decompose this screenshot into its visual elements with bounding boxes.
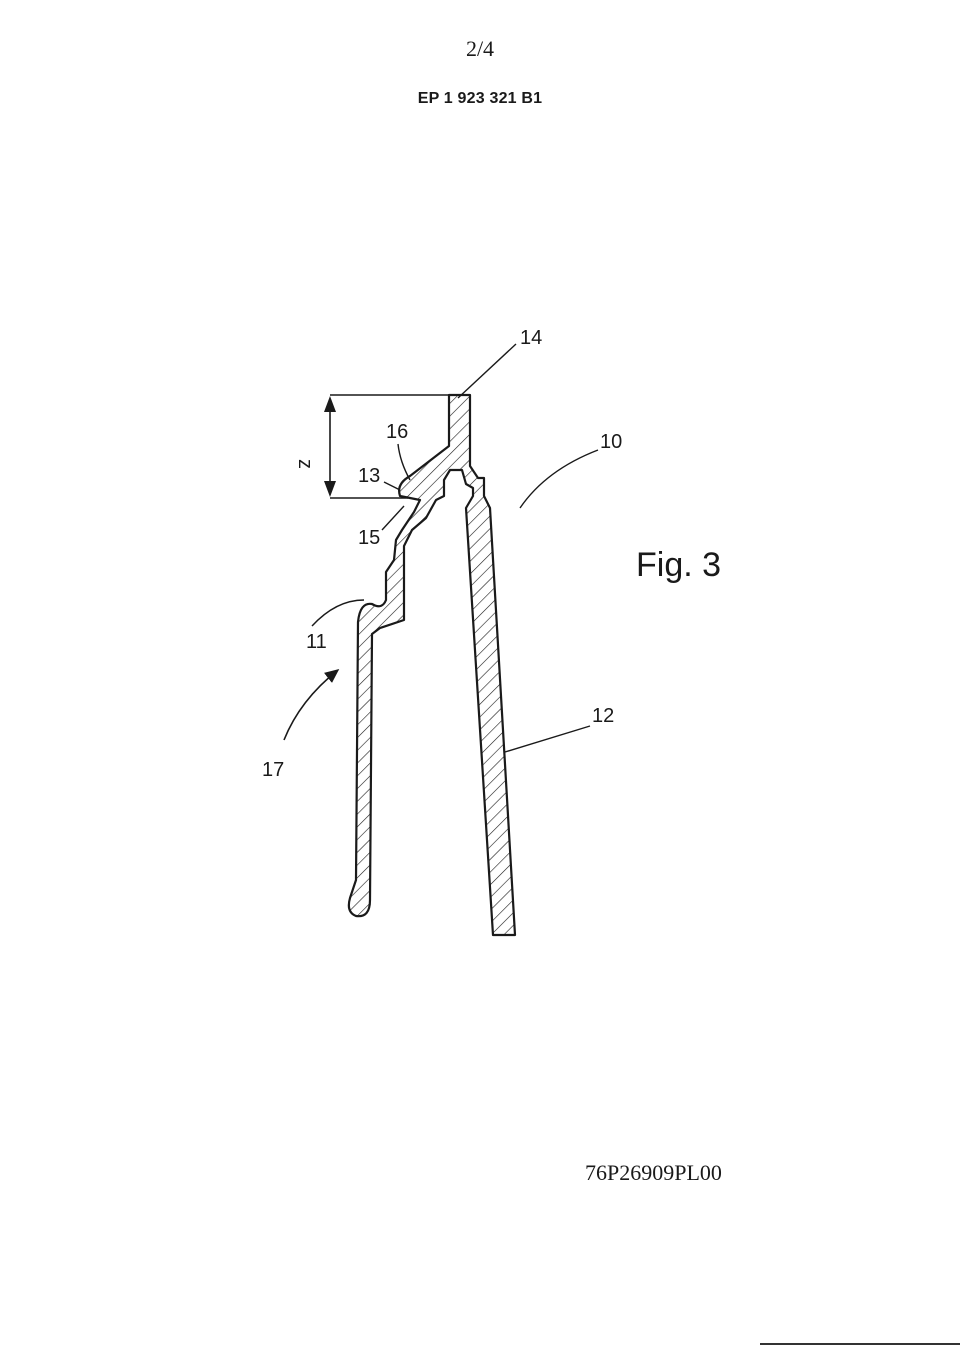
ref-label-17: 17 (262, 759, 284, 781)
ref-label-12: 12 (592, 705, 614, 727)
figure-label: Fig. 3 (636, 546, 721, 584)
dimension-label-z: z (294, 459, 316, 469)
ref-label-10: 10 (600, 431, 622, 453)
document-code: 76P26909PL00 (585, 1160, 722, 1185)
leader-11 (311, 599, 365, 627)
dimension-arrowhead-down (324, 481, 336, 497)
publication-number: EP 1 923 321 B1 (417, 90, 543, 107)
leader-10 (519, 449, 599, 509)
leader-14 (457, 343, 517, 399)
leader-17-arrow (283, 669, 340, 741)
ref-label-15: 15 (358, 527, 380, 549)
dimension-arrowhead-up (324, 396, 336, 412)
leader-15 (381, 505, 405, 531)
ref-label-11: 11 (306, 631, 327, 653)
leader-12 (504, 725, 591, 753)
ref-label-16: 16 (386, 421, 408, 443)
leader-13 (383, 481, 401, 491)
bottom-rule (760, 1343, 960, 1345)
page-number: 2/4 (465, 36, 495, 61)
leader-16 (397, 443, 411, 481)
ref-label-14: 14 (520, 327, 542, 349)
cross-section-profile (347, 393, 517, 937)
ref-label-13: 13 (358, 465, 380, 487)
